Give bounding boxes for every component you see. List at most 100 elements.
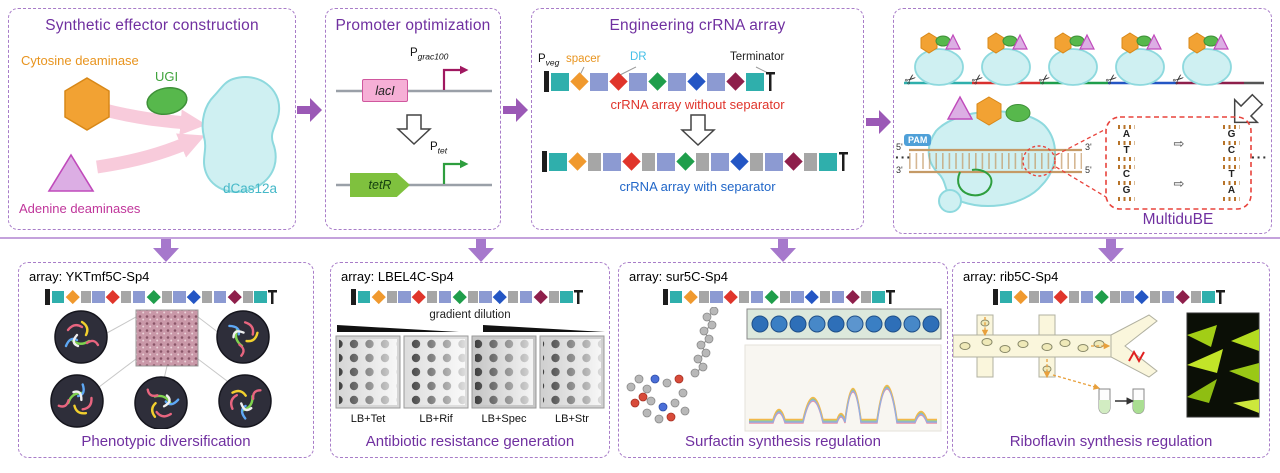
hbond-ticks	[1223, 165, 1240, 169]
array-element-b	[805, 290, 819, 304]
array-element-peri	[750, 290, 763, 303]
panel-riboflavin: array: rib5C-Sp4	[952, 262, 1270, 458]
array-element-o	[1013, 290, 1027, 304]
crrna-art	[579, 66, 769, 147]
array-element-sep	[1109, 290, 1120, 303]
array-label: array: YKTmf5C-Sp4	[29, 269, 150, 284]
array-element-term	[574, 290, 583, 304]
array-element-term	[268, 290, 277, 304]
panel-crrna-array: Engineering crRNA array Pveg spacer DR T…	[531, 8, 864, 230]
pam-badge: PAM	[904, 134, 932, 146]
plate-label: LB+Str	[555, 413, 589, 425]
hbond-ticks	[1118, 181, 1135, 185]
array-element-teal	[819, 152, 837, 171]
array-element-r	[622, 152, 641, 171]
array-element-peri	[791, 290, 804, 303]
fusion-arrows	[96, 102, 207, 174]
array-element-sep	[779, 290, 790, 303]
array-element-peri	[707, 72, 725, 91]
dcas12a-blob-icon	[201, 76, 281, 193]
flow-down-arrow	[153, 239, 179, 262]
array-element-o	[568, 152, 587, 171]
sample-tubes	[1098, 388, 1145, 414]
hollow-downleft-arrow-icon	[1233, 93, 1264, 124]
flow-right-arrow	[866, 110, 891, 134]
multidube-label: MultiduBE	[1142, 211, 1214, 228]
promoter-grac100-main: P	[410, 47, 418, 59]
ugi-ellipse-icon	[1005, 104, 1031, 122]
array-element-sep	[548, 290, 559, 303]
base-letter: G	[1122, 185, 1131, 196]
array-element-o	[683, 290, 697, 304]
panel-caption: Phenotypic diversification	[81, 433, 251, 450]
array-element-sep	[161, 290, 172, 303]
hbond-ticks	[1223, 197, 1240, 201]
array-element-b	[687, 72, 706, 91]
panel-title: Promoter optimization	[335, 17, 491, 34]
array-element-sep	[698, 290, 709, 303]
array-element-g	[1094, 290, 1108, 304]
assay-wells-photo	[746, 308, 942, 340]
array-element-peri	[1161, 290, 1174, 303]
array-element-cap	[351, 289, 356, 305]
base-letter: C	[1122, 169, 1131, 180]
crrna-array-with-separator	[542, 151, 848, 172]
resistance-mark	[1128, 349, 1145, 364]
array-element-teal	[254, 290, 267, 303]
surfactin-molecule	[626, 307, 719, 424]
panel-title: Engineering crRNA array	[609, 17, 786, 34]
hbond-ticks	[1118, 141, 1135, 145]
flow-down-arrow	[1098, 239, 1124, 262]
crrna-array-graphic	[993, 289, 1225, 305]
flow-down-arrow	[468, 239, 494, 262]
panel-caption: Riboflavin synthesis regulation	[1009, 433, 1213, 450]
adenine-deaminase-triangle-icon	[47, 153, 95, 192]
array-element-b	[187, 290, 201, 304]
base-letter: T	[1228, 169, 1235, 180]
hbond-ticks	[1223, 125, 1240, 129]
hollow-down-arrow-icon	[396, 114, 432, 146]
microfluidic-art	[953, 312, 1260, 418]
chromatogram	[744, 344, 942, 432]
panel-surfactin: array: sur5C-Sp4	[618, 262, 948, 458]
array-element-sep	[80, 290, 91, 303]
array-element-g	[764, 290, 778, 304]
array-element-g	[676, 152, 695, 171]
hbond-ticks	[1118, 157, 1135, 161]
array-element-peri	[711, 152, 729, 171]
dilution-plates-art	[335, 325, 605, 409]
flow-arrows	[981, 317, 1111, 390]
edit-window-highlight	[1022, 145, 1056, 177]
base-letter: A	[1227, 185, 1236, 196]
base-edit-callout-box	[1105, 116, 1252, 210]
cytosine-deaminase-hexagon-icon	[64, 77, 110, 131]
ellipsis-left: ···	[895, 149, 912, 165]
base-letter: G	[1227, 129, 1236, 140]
flow-down-arrow	[770, 239, 796, 262]
panel-caption: Antibiotic resistance generation	[365, 433, 575, 450]
dr-label: DR	[630, 51, 647, 63]
array-element-r	[106, 290, 120, 304]
base-letter: A	[1122, 129, 1131, 140]
crrna-strand	[957, 168, 993, 197]
crrna-loop	[938, 189, 962, 213]
array-element-r	[412, 290, 426, 304]
array-element-g	[452, 290, 466, 304]
array-element-g	[146, 290, 160, 304]
effector-art	[47, 76, 281, 193]
array-element-sep	[750, 152, 763, 171]
promoter-veg-main: P	[538, 53, 546, 65]
panel-antibiotic-resistance: array: LBEL4C-Sp4 gradient dilution	[330, 262, 610, 458]
promoter1-bent-arrow-icon	[442, 65, 469, 90]
array-element-sep	[696, 152, 709, 171]
array-element-b	[493, 290, 507, 304]
array-element-teal	[549, 152, 567, 171]
array-element-cap	[663, 289, 668, 305]
crrna-array-graphic	[351, 289, 583, 305]
array-element-peri	[710, 290, 723, 303]
array-element-peri	[603, 152, 621, 171]
